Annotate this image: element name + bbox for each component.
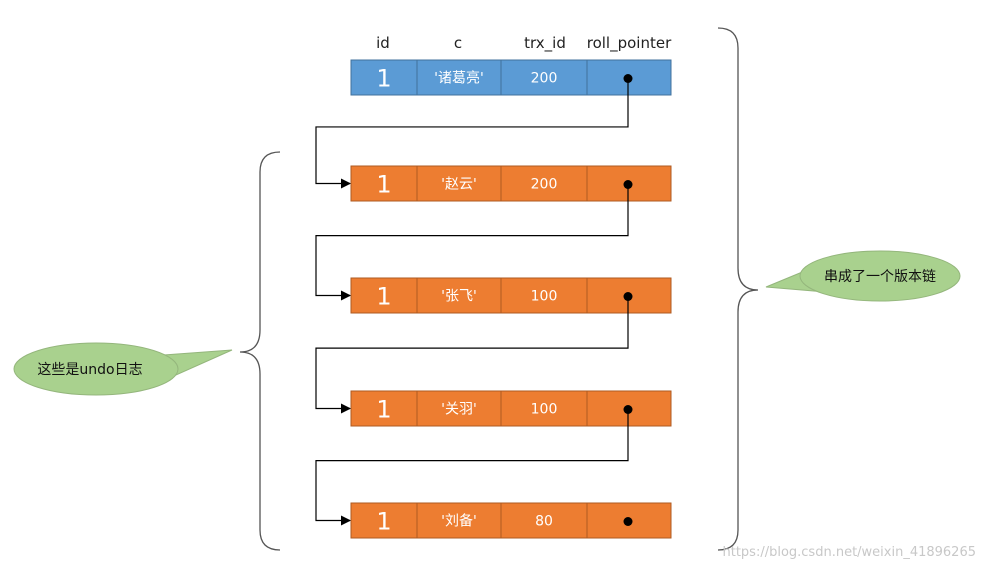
watermark: https://blog.csdn.net/weixin_41896265 [722, 545, 976, 560]
cell-id [350, 59, 418, 96]
cell-c [416, 502, 502, 539]
header-roll-pointer: roll_pointer [587, 34, 672, 53]
cell-trx-id-text: 80 [535, 514, 553, 530]
cell-c-text: '诸葛亮' [434, 70, 484, 87]
cell-id [350, 165, 418, 202]
undo-brace [239, 151, 281, 551]
current-record-row: 1 '诸葛亮' 200 [350, 59, 672, 96]
header-trx-id: trx_id [524, 34, 566, 53]
cell-id [350, 277, 418, 314]
pointer-arrow [315, 184, 629, 301]
cell-id [350, 502, 418, 539]
cell-trx_id [500, 502, 588, 539]
header-id: id [376, 34, 390, 52]
cell-trx-id-text: 100 [531, 402, 558, 418]
version-chain-callout: 串成了一个版本链 [765, 250, 961, 302]
cell-id-text: 1 [376, 396, 391, 424]
undo-record-row: 1 '关羽' 100 [350, 390, 672, 427]
roll-pointer-dot [623, 517, 633, 526]
cell-id-text: 1 [376, 65, 391, 93]
undo-record-row: 1 '刘备' 80 [350, 502, 672, 539]
cell-id-text: 1 [376, 171, 391, 199]
callout-bubble [13, 342, 179, 396]
header-c: c [454, 34, 462, 52]
cell-id [350, 390, 418, 427]
cell-trx_id [500, 59, 588, 96]
undo-record-row: 1 '张飞' 100 [350, 277, 672, 314]
pointer-arrow [315, 296, 629, 414]
cell-trx_id [500, 165, 588, 202]
callout-bubble [799, 250, 961, 302]
cell-c [416, 59, 502, 96]
cell-trx-id-text: 200 [531, 71, 558, 87]
pointer-connectors [315, 78, 629, 526]
version-chain-brace [717, 27, 759, 551]
record-rows: 1 '诸葛亮' 200 1 '赵云' 200 1 '张飞' 100 1 '关羽' 100 1 '刘备' 80 [350, 59, 672, 539]
cell-trx_id [500, 277, 588, 314]
cell-id-text: 1 [376, 283, 391, 311]
pointer-arrow [315, 409, 629, 526]
cell-trx_id [500, 390, 588, 427]
cell-c [416, 165, 502, 202]
undo-record-row: 1 '赵云' 200 [350, 165, 672, 202]
undo-logs-callout: 这些是undo日志 [13, 342, 233, 396]
callout-text: 这些是undo日志 [37, 361, 142, 378]
cell-c-text: '张飞' [441, 289, 477, 305]
cell-trx-id-text: 200 [531, 177, 558, 193]
cell-id-text: 1 [376, 508, 391, 536]
pointer-arrow [315, 78, 629, 189]
cell-c-text: '赵云' [441, 177, 477, 193]
callout-text: 串成了一个版本链 [824, 269, 936, 285]
cell-trx-id-text: 100 [531, 289, 558, 305]
cell-c-text: '刘备' [441, 513, 477, 530]
cell-c-text: '关羽' [441, 402, 477, 418]
